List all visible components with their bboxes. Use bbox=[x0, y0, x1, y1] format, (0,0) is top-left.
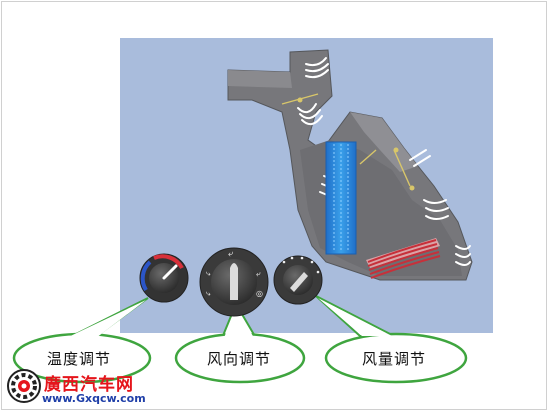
temperature-knob[interactable] bbox=[139, 253, 189, 303]
air-volume-label: 风量调节 bbox=[362, 350, 427, 368]
site-logo-url: www.Gxqcw.com bbox=[42, 392, 146, 405]
svg-text:⤷: ⤷ bbox=[206, 289, 211, 298]
airflow-direction-label: 风向调节 bbox=[207, 350, 272, 368]
evaporator-core bbox=[325, 141, 357, 255]
callout-bubbles bbox=[12, 295, 468, 384]
air-volume-knob[interactable] bbox=[273, 255, 323, 305]
svg-text:◎: ◎ bbox=[256, 289, 263, 298]
temperature-label: 温度调节 bbox=[47, 350, 112, 368]
heater-core bbox=[366, 238, 441, 279]
airflow-direction-knob[interactable]: ⤶ ⤷ ⤶ ⤷ ◎ bbox=[199, 247, 269, 317]
site-logo-title: 廣西汽车网 bbox=[44, 375, 134, 395]
svg-text:⤶: ⤶ bbox=[228, 249, 234, 259]
svg-text:⤷: ⤷ bbox=[206, 269, 211, 278]
site-logo-emblem bbox=[7, 369, 41, 403]
svg-text:⤶: ⤶ bbox=[256, 269, 261, 278]
